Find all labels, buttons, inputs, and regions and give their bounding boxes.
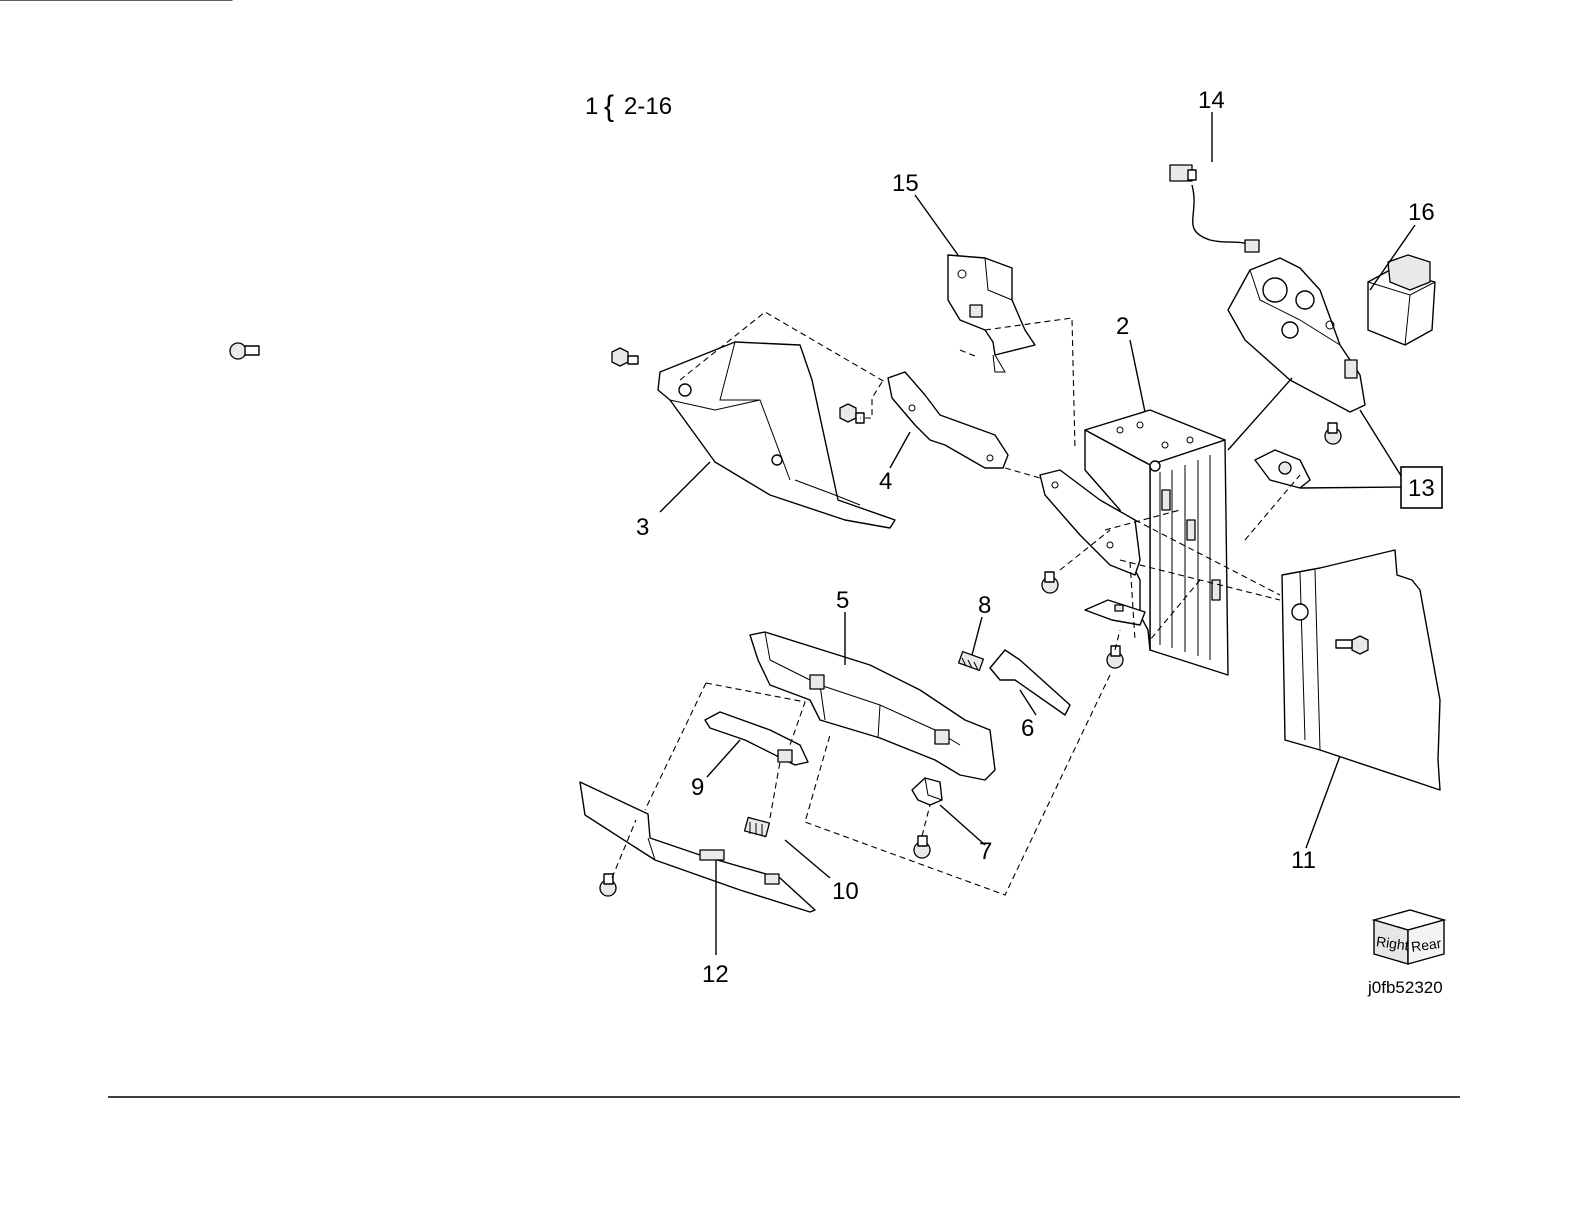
part-7-latch	[912, 778, 942, 805]
callout-4: 4	[879, 468, 892, 495]
callout-15: 15	[892, 170, 919, 197]
screw-icon	[1325, 423, 1341, 444]
callout-5: 5	[836, 587, 849, 614]
screw-icon	[1042, 572, 1058, 593]
leader-lines	[660, 112, 1415, 955]
callout-12: 12	[702, 961, 729, 988]
screw-icon	[600, 874, 616, 896]
assembly-brace: {	[604, 90, 614, 123]
assembly-number: 1	[585, 93, 598, 120]
part-13-motor-assembly	[1228, 258, 1365, 412]
callout-16: 16	[1408, 199, 1435, 226]
callout-11: 11	[1291, 847, 1316, 874]
part-16-gear-block	[1368, 255, 1435, 345]
part-14-harness-connector	[1170, 165, 1259, 252]
callout-7: 7	[979, 838, 992, 865]
screw-icon	[0, 0, 259, 359]
part-8-spring	[959, 652, 984, 671]
mounting-plate	[1085, 600, 1145, 625]
assembly-header: 1 { 2-16	[585, 90, 672, 123]
part-11-cover	[1282, 550, 1440, 790]
callout-3: 3	[636, 514, 649, 541]
part-10-spring	[745, 817, 770, 836]
part-2-frame	[1040, 410, 1228, 675]
assembly-range: 2-16	[624, 93, 672, 120]
callout-14: 14	[1198, 87, 1225, 114]
screw-icon	[840, 404, 864, 423]
screw-icon	[914, 836, 930, 858]
part-3-bracket	[658, 342, 895, 528]
screw-icon	[612, 348, 638, 366]
callout-10: 10	[832, 878, 859, 905]
callout-labels: 2 3 4 5 6 7 8 9 10 11 12 13 14 15 16	[636, 87, 1442, 988]
callout-9: 9	[691, 774, 704, 801]
orientation-cube-icon: Right Rear	[1374, 910, 1444, 964]
part-13-bracket	[1255, 450, 1310, 488]
part-4-plate	[888, 372, 1008, 468]
callout-13: 13	[1408, 475, 1435, 502]
callout-2: 2	[1116, 313, 1129, 340]
part-9-arm	[705, 712, 808, 765]
callout-8: 8	[978, 592, 991, 619]
callout-6: 6	[1021, 715, 1034, 742]
figure-id: j0fb52320	[1367, 978, 1443, 997]
part-15-bracket	[948, 255, 1035, 372]
